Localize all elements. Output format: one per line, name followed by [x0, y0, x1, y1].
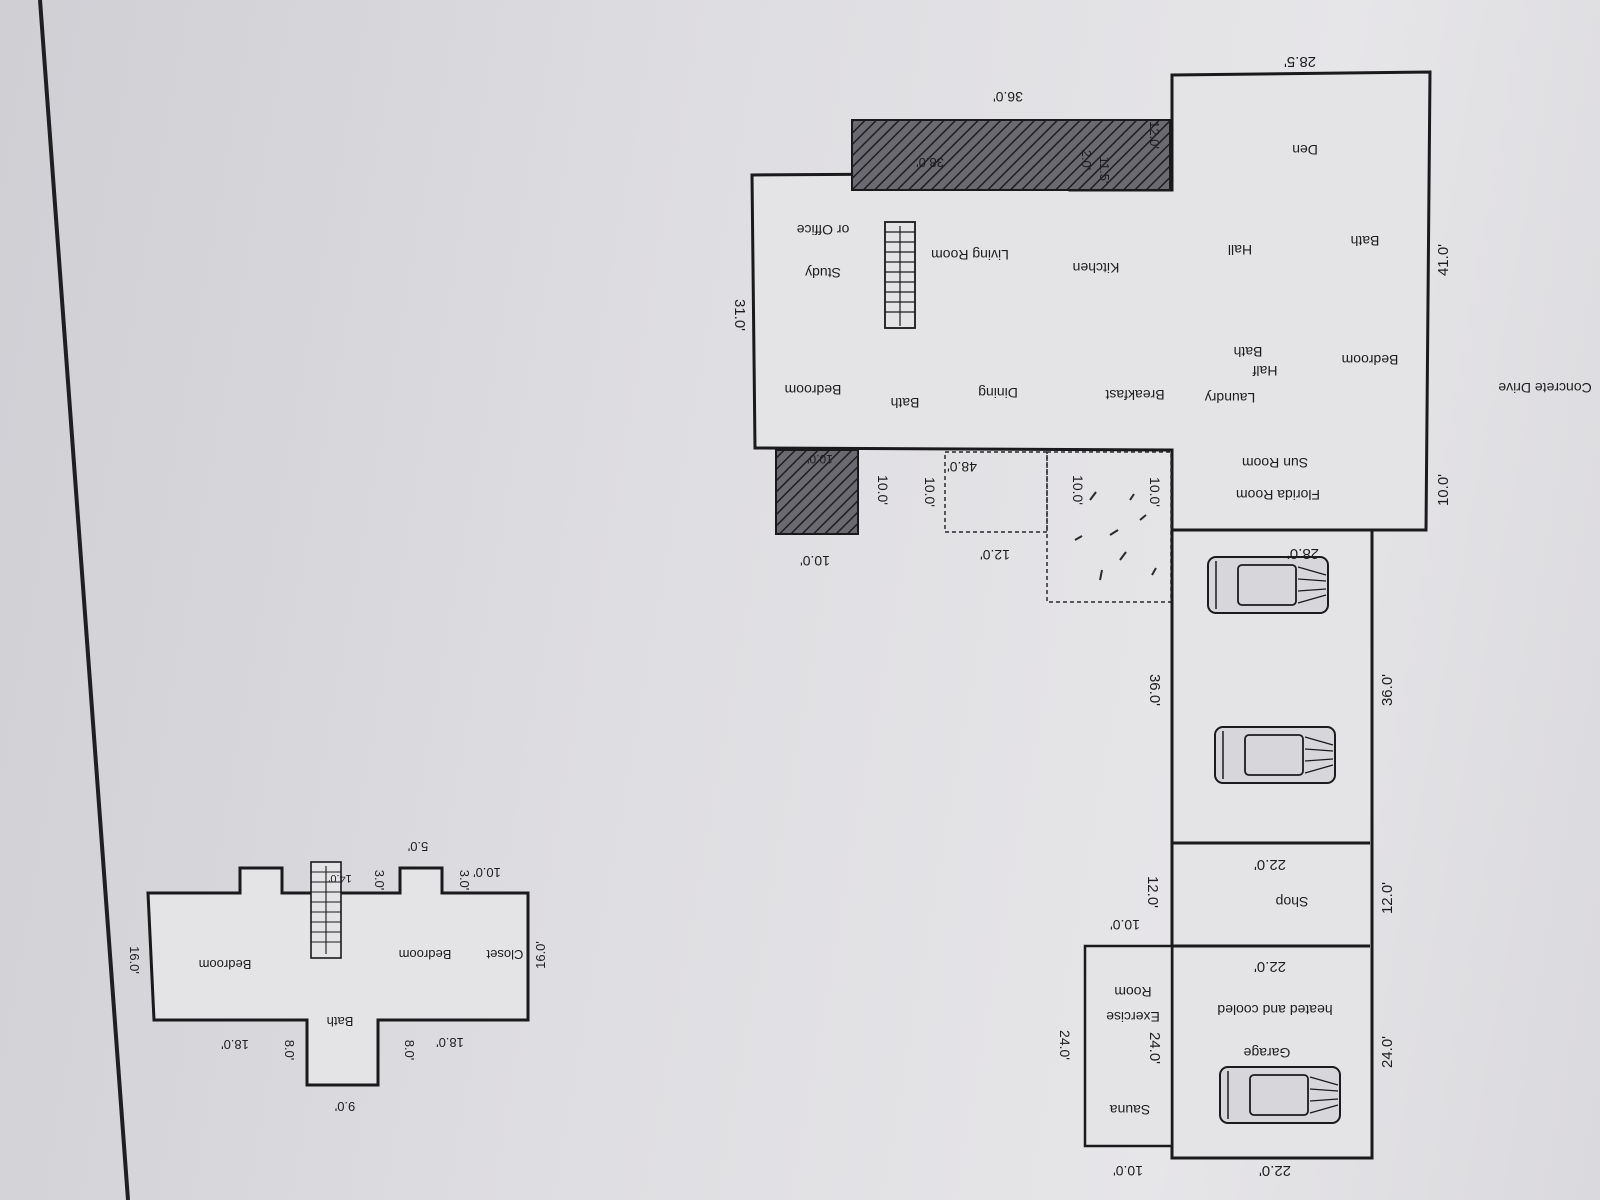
upper-dim-9: 9.0' — [335, 1099, 356, 1114]
room-office: or Office — [796, 222, 849, 238]
upper-closet: Closet — [486, 947, 523, 962]
dim-24-mid: 24.0' — [1146, 1032, 1163, 1064]
patio-hatched — [775, 449, 859, 535]
property-line — [38, 0, 130, 1200]
upper-dim-5: 5.0' — [408, 839, 429, 854]
dim-28-5: 28.5' — [1284, 53, 1316, 70]
upper-dim-8-a: 8.0' — [282, 1040, 297, 1061]
dim-36-deck: 36.0' — [993, 89, 1023, 105]
dim-10-court-2: 10.0' — [1070, 475, 1086, 505]
upper-bath: Bath — [327, 1014, 354, 1029]
label-heated: heated and cooled — [1217, 1002, 1332, 1018]
dim-12-right: 12.0' — [1379, 882, 1396, 914]
label-garage: Garage — [1243, 1045, 1290, 1061]
courtyard-stones — [1074, 491, 1157, 581]
dim-36-right: 36.0' — [1379, 674, 1396, 706]
dim-41: 41.0' — [1435, 244, 1452, 276]
dim-10-porch: 10.0' — [922, 477, 938, 507]
label-exercise: Exercise — [1106, 1009, 1160, 1025]
car-1 — [1207, 556, 1329, 614]
upper-dim-18-b: 18.0' — [436, 1035, 464, 1050]
upper-dim-18-a: 18.0' — [221, 1037, 249, 1052]
label-room: Room — [1114, 984, 1151, 1000]
room-den: Den — [1292, 142, 1318, 158]
dim-10-sauna: 10.0' — [1113, 1163, 1143, 1179]
dim-10-patio-side: 10.0' — [875, 475, 891, 505]
upper-stairs — [310, 861, 342, 959]
room-bedroom-2: Bedroom — [785, 382, 842, 398]
room-laundry: Laundry — [1205, 390, 1256, 406]
dim-10-hatch: 10.0' — [807, 452, 833, 466]
room-half: Half — [1252, 363, 1277, 379]
car-3 — [1219, 1066, 1341, 1124]
room-study: Study — [805, 265, 841, 281]
dim-10-exercise: 10.0' — [1110, 917, 1140, 933]
dim-28: 28.0' — [1287, 545, 1319, 562]
upper-dim-8-b: 8.0' — [402, 1040, 417, 1061]
upper-dim-3-a: 3.0' — [457, 870, 472, 891]
upper-dim-16-left: 16.0' — [127, 946, 142, 974]
dim-22-shop: 22.0' — [1254, 856, 1286, 873]
upper-dim-3-b: 3.0' — [372, 870, 387, 891]
dim-10-patio: 10.0' — [800, 553, 830, 569]
dim-10-court: 10.0' — [1147, 477, 1163, 507]
concrete-drive-label: Concrete Drive — [1498, 380, 1592, 396]
dim-10-right: 10.0' — [1435, 474, 1452, 506]
car-2 — [1214, 726, 1336, 784]
label-sauna: Sauna — [1110, 1102, 1151, 1118]
dim-36-left: 36.0' — [1146, 674, 1163, 706]
dim-12-deck: 12.0' — [1147, 121, 1162, 149]
room-half-bath: Bath — [1234, 344, 1263, 360]
courtyard-dashed — [1046, 451, 1172, 603]
room-bath-2: Bath — [891, 395, 920, 411]
dim-12-porch: 12.0' — [980, 547, 1010, 563]
dim-31: 31.0' — [731, 299, 748, 331]
room-bath-1: Bath — [1351, 233, 1380, 249]
main-stairs — [884, 221, 916, 329]
dim-22-bottom: 22.0' — [1259, 1162, 1291, 1179]
dim-48: 48.0' — [947, 459, 977, 475]
upper-bedroom-1: Bedroom — [199, 957, 252, 972]
room-bedroom-1: Bedroom — [1342, 352, 1399, 368]
label-shop: Shop — [1275, 894, 1308, 910]
room-kitchen: Kitchen — [1073, 260, 1120, 276]
dim-22-garage: 22.0' — [1254, 958, 1286, 975]
upper-bedroom-2: Bedroom — [399, 947, 452, 962]
dim-24-right: 24.0' — [1379, 1036, 1396, 1068]
upper-floor-outline — [146, 866, 530, 1087]
room-hall: Hall — [1228, 242, 1252, 258]
deck-hatched — [851, 119, 1171, 191]
upper-dim-16-right: 16.0' — [533, 941, 548, 969]
sauna-exercise-outline — [1083, 944, 1174, 1148]
upper-dim-10: 10.0' — [473, 865, 501, 880]
dim-38-deck: 38.0' — [916, 155, 944, 170]
room-florida: Florida Room — [1236, 487, 1320, 503]
dim-2: 2.0' — [1079, 150, 1094, 171]
dim-11-5: 11.5' — [1097, 157, 1112, 184]
dim-24-left: 24.0' — [1057, 1030, 1073, 1060]
room-dining: Dining — [978, 385, 1018, 401]
room-sunroom: Sun Room — [1242, 455, 1308, 471]
upper-dim-14: 14.0' — [328, 872, 352, 884]
room-living: Living Room — [931, 247, 1009, 263]
dim-12-left: 12.0' — [1144, 876, 1161, 908]
room-breakfast: Breakfast — [1105, 387, 1164, 403]
